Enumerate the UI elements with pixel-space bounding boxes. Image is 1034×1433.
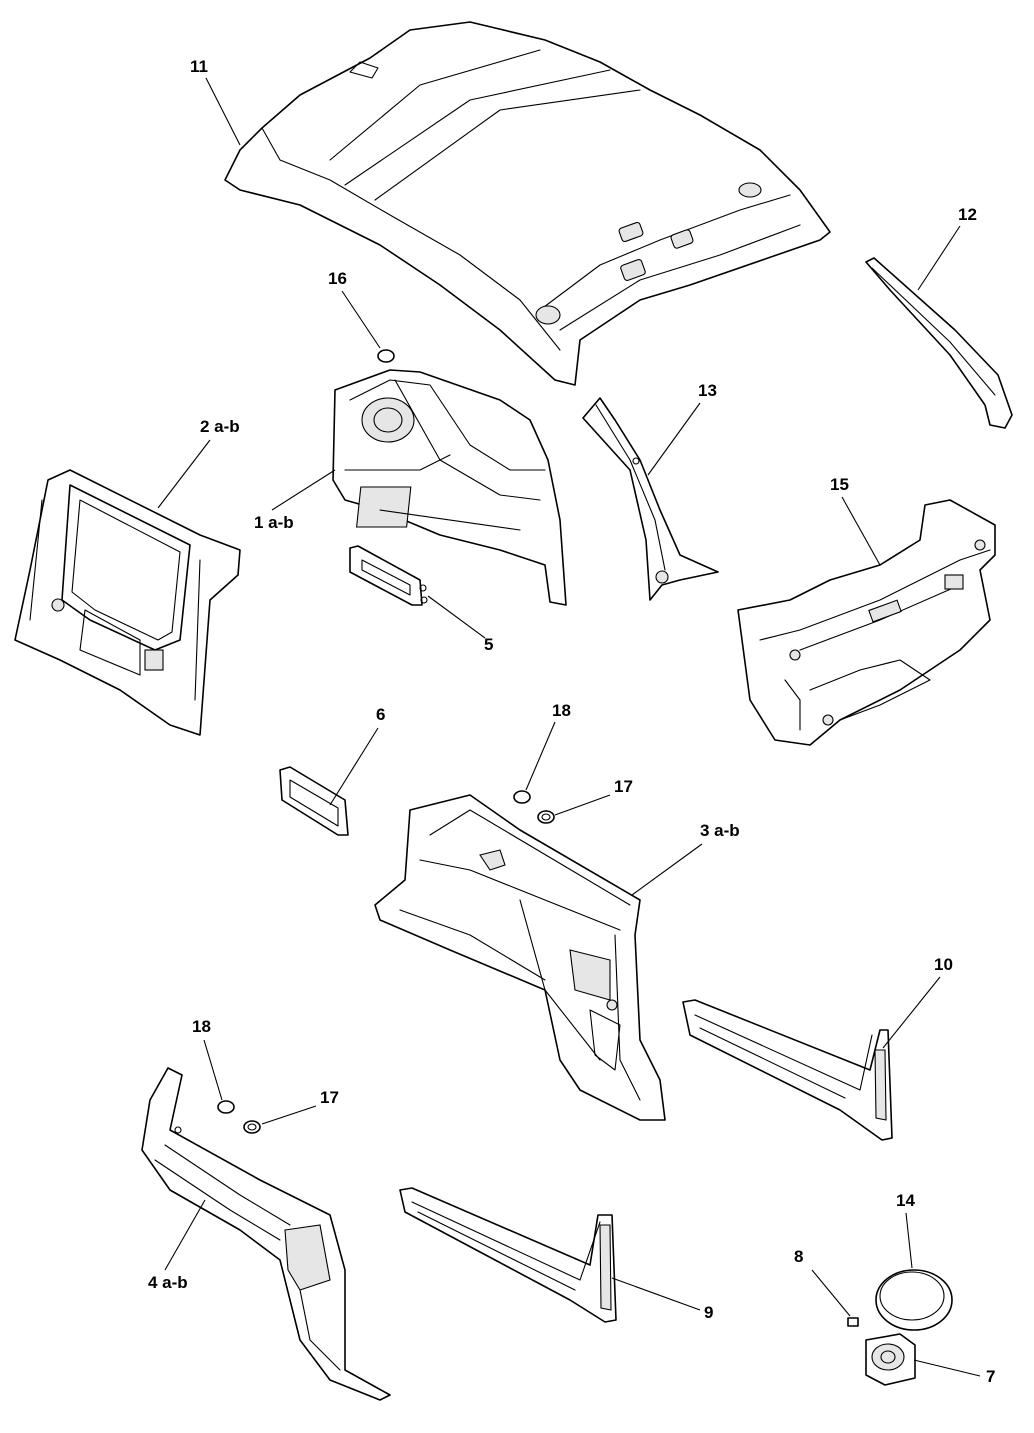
label-17-lower: 17 [261,1088,339,1125]
label-5: 5 [427,595,493,654]
label-5-text: 5 [484,635,493,654]
label-16: 16 [328,269,381,349]
label-17-upper: 17 [554,777,633,816]
label-18-upper-text: 18 [552,701,571,720]
label-12-text: 12 [958,205,977,224]
label-8: 8 [794,1247,851,1317]
part-10-sill-trim [682,999,893,1141]
label-11: 11 [190,57,241,146]
label-18-lower: 18 [192,1017,223,1101]
label-2-text: 2 a-b [200,417,240,436]
label-1-text: 1 a-b [254,513,294,532]
label-4: 4 a-b [148,1199,206,1292]
label-18-upper: 18 [525,701,571,791]
label-3-text: 3 a-b [700,821,740,840]
part-7-speaker [865,1333,916,1386]
label-18-lower-text: 18 [192,1017,211,1036]
label-16-text: 16 [328,269,347,288]
label-3: 3 a-b [631,821,740,896]
label-10-text: 10 [934,955,953,974]
part-11-headliner [224,21,831,386]
label-12: 12 [917,205,977,291]
label-6-text: 6 [376,705,385,724]
part-8-clip [847,1317,859,1327]
label-13: 13 [647,381,717,476]
label-7: 7 [913,1359,995,1386]
part-3-quarter-trim-lower [374,794,666,1121]
label-14-text: 14 [896,1191,915,1210]
part-14-speaker-cover [875,1269,953,1331]
part-9-sill-trim [399,1187,617,1323]
part-4-lower-pillar-trim [141,1067,391,1401]
part-18-plug-lower [217,1100,235,1114]
label-4-text: 4 a-b [148,1273,188,1292]
part-13-pillar-trim [582,397,719,601]
label-9: 9 [611,1277,713,1322]
label-6: 6 [329,705,385,806]
part-15-rear-bulkhead-trim [737,499,996,746]
part-1-quarter-trim-upper [332,369,567,606]
label-8-text: 8 [794,1247,803,1266]
label-14: 14 [896,1191,915,1269]
part-2-window-trim-panel [14,469,241,736]
label-17-lower-text: 17 [320,1088,339,1107]
part-17-clip-lower [243,1120,261,1134]
part-17-clip-upper [537,810,555,824]
label-13-text: 13 [698,381,717,400]
label-11-text: 11 [190,57,208,76]
part-18-plug-upper [513,790,531,804]
part-6-bracket [279,766,349,836]
label-9-text: 9 [704,1303,713,1322]
label-2: 2 a-b [157,417,240,509]
part-5-vent-grille [349,545,428,606]
label-10: 10 [882,955,953,1049]
label-15-text: 15 [830,475,849,494]
part-12-trim-strip [865,257,1013,429]
label-7-text: 7 [986,1367,995,1386]
label-17-upper-text: 17 [614,777,633,796]
label-1: 1 a-b [254,469,336,532]
label-15: 15 [830,475,881,566]
part-16-plug [377,349,395,363]
